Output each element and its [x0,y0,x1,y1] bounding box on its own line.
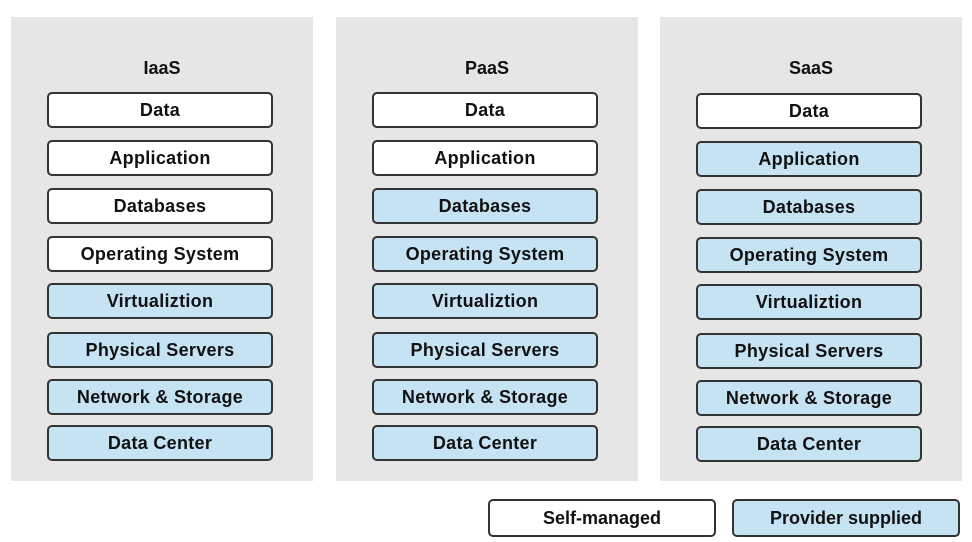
layer-application: Application [372,140,598,176]
column-title: SaaS [788,58,834,78]
column-iaas: IaaS Data Application Databases Operatin… [11,17,313,481]
layer-data: Data [372,92,598,128]
layer-databases: Databases [696,189,922,225]
layer-operating-system: Operating System [696,237,922,273]
layer-network-storage: Network & Storage [696,380,922,416]
layer-virtualization: Virtualiztion [47,283,273,319]
column-paas: PaaS Data Application Databases Operatin… [336,17,638,481]
column-title: IaaS [143,58,181,78]
column-title: PaaS [464,58,510,78]
layer-data: Data [47,92,273,128]
layer-physical-servers: Physical Servers [47,332,273,368]
layer-virtualization: Virtualiztion [696,284,922,320]
layer-network-storage: Network & Storage [372,379,598,415]
layer-application: Application [47,140,273,176]
layer-data-center: Data Center [696,426,922,462]
legend-self-managed: Self-managed [488,499,716,537]
layer-data: Data [696,93,922,129]
layer-databases: Databases [372,188,598,224]
layer-virtualization: Virtualiztion [372,283,598,319]
layer-data-center: Data Center [372,425,598,461]
legend-provider-supplied: Provider supplied [732,499,960,537]
layer-physical-servers: Physical Servers [696,333,922,369]
layer-databases: Databases [47,188,273,224]
layer-operating-system: Operating System [47,236,273,272]
layer-operating-system: Operating System [372,236,598,272]
column-saas: SaaS Data Application Databases Operatin… [660,17,962,481]
layer-application: Application [696,141,922,177]
layer-physical-servers: Physical Servers [372,332,598,368]
layer-network-storage: Network & Storage [47,379,273,415]
layer-data-center: Data Center [47,425,273,461]
